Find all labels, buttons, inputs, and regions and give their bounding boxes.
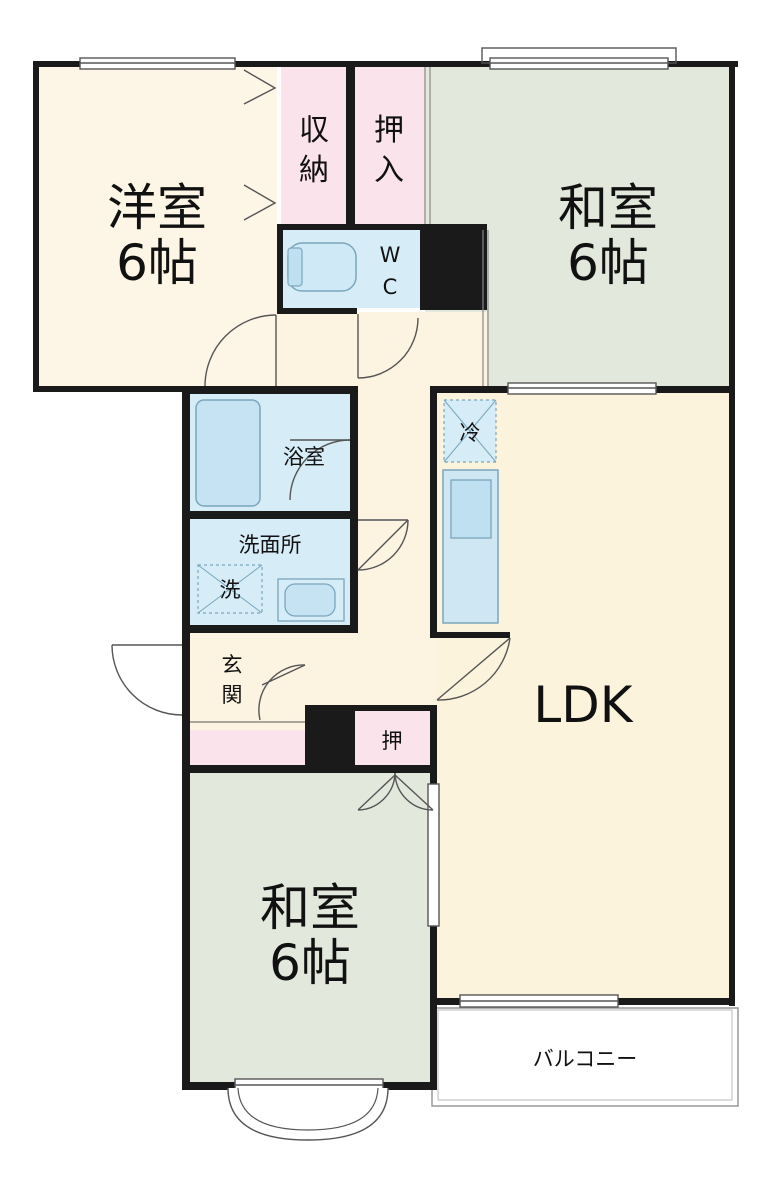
toilet-tank xyxy=(287,247,303,287)
entrance-label-1: 玄 xyxy=(222,653,243,677)
western-room-name: 洋室 xyxy=(107,179,207,237)
shoe-box xyxy=(190,730,308,768)
washer-label: 洗 xyxy=(220,578,241,602)
closet-north-label-1: 押 xyxy=(374,113,404,148)
doors xyxy=(111,69,511,811)
balcony-floor xyxy=(431,1007,739,1107)
western-room-floor xyxy=(37,65,277,388)
bay-window xyxy=(227,1087,389,1141)
bathtub xyxy=(195,399,261,507)
bathroom-label: 浴室 xyxy=(283,445,325,469)
washer-cross-b xyxy=(197,564,263,614)
balcony-name: バルコニー xyxy=(533,1047,638,1071)
wash-basin-bowl xyxy=(284,583,336,617)
fridge-label: 冷 xyxy=(460,421,481,445)
kitchen-sink xyxy=(450,479,492,539)
japanese-room-south-floor xyxy=(185,773,433,1085)
toilet-label-2: C xyxy=(383,275,398,299)
ldk-name: LDK xyxy=(533,676,633,734)
toilet-label-1: W xyxy=(380,243,401,267)
closet-south-label: 押 xyxy=(382,729,403,753)
japanese-room-north-size: 6帖 xyxy=(567,234,649,292)
closet-north-floor xyxy=(355,65,425,225)
storage-floor xyxy=(281,65,347,225)
fridge-cross-b xyxy=(443,399,497,463)
balcony-inner-line xyxy=(437,1009,733,1101)
closet-south-floor xyxy=(355,707,433,769)
japanese-room-north-name: 和室 xyxy=(558,179,658,237)
western-room-size: 6帖 xyxy=(116,234,198,292)
storage-label-2: 納 xyxy=(299,153,329,188)
japanese-room-south-name: 和室 xyxy=(260,879,360,937)
entrance-label-2: 関 xyxy=(222,683,243,707)
storage-label-1: 収 xyxy=(299,113,329,148)
closet-north-label-2: 入 xyxy=(374,153,404,188)
bay-window-inner xyxy=(237,1087,379,1131)
washroom-label: 洗面所 xyxy=(239,533,302,557)
japanese-room-south-size: 6帖 xyxy=(269,934,351,992)
